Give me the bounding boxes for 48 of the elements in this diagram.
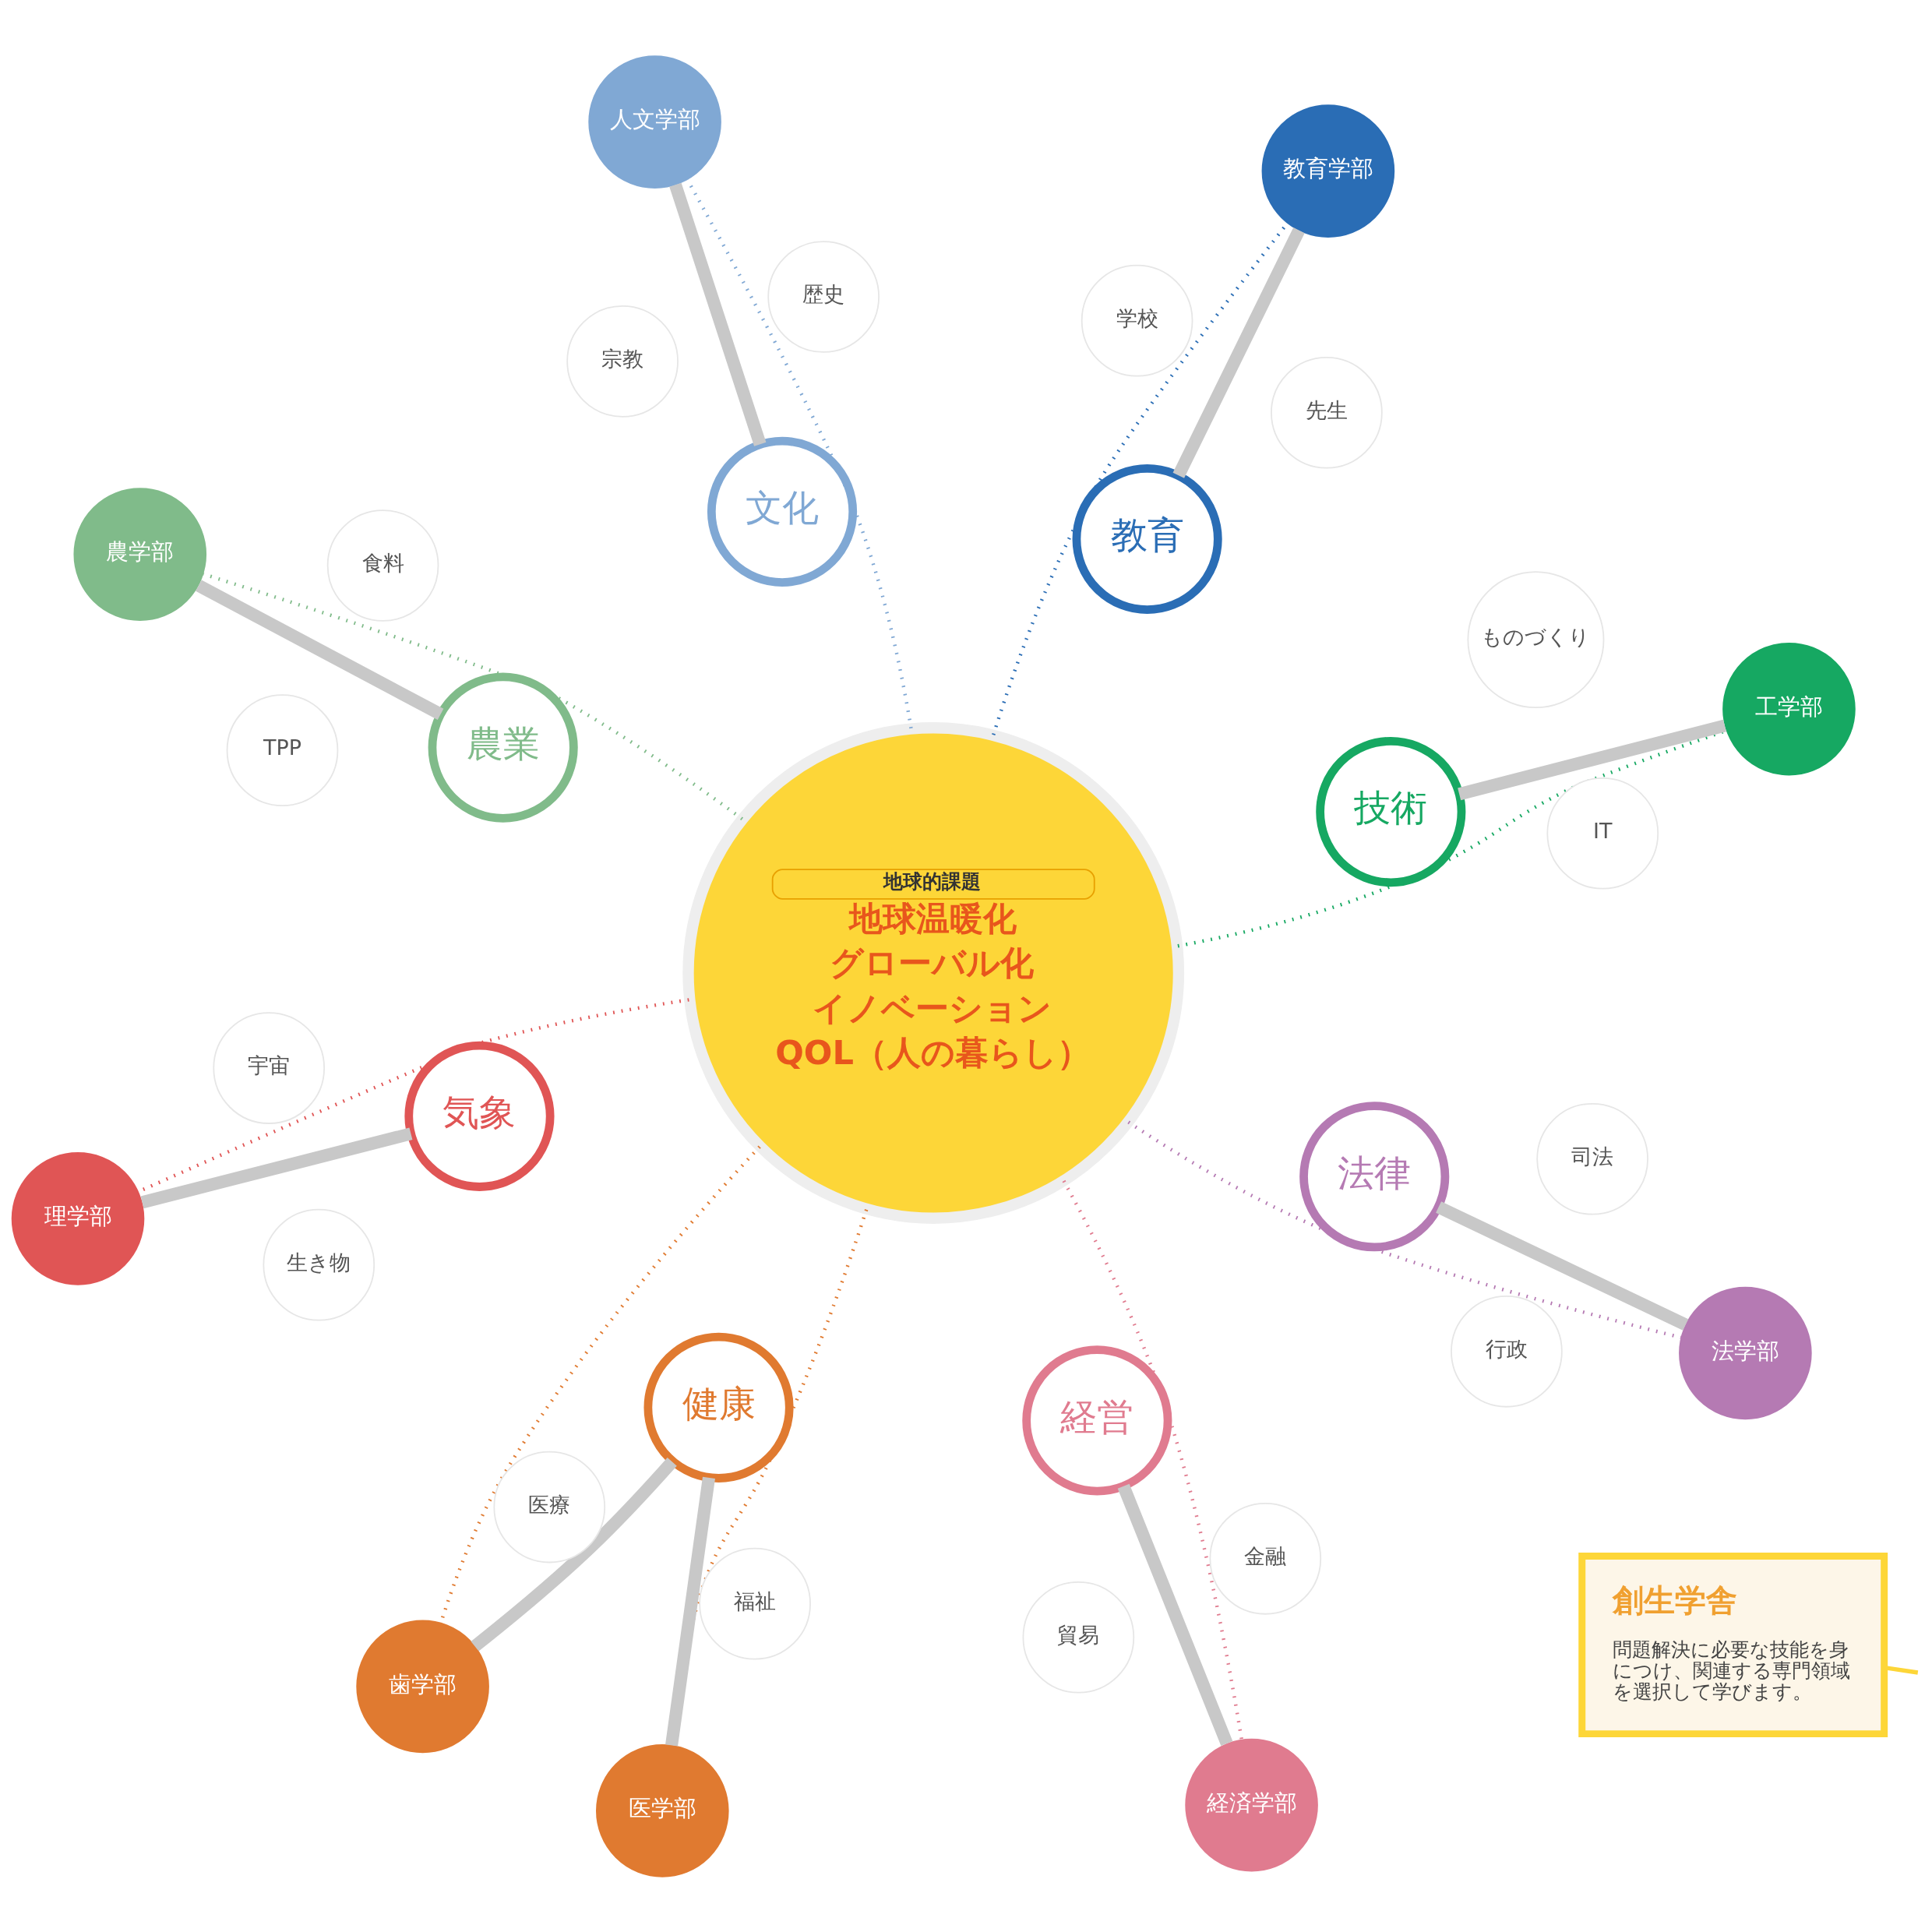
connector	[196, 580, 444, 720]
node-circle: 人文学部	[588, 55, 721, 189]
connector	[1436, 1200, 1689, 1331]
node-circle: TPP	[226, 693, 339, 806]
node-circle: 文化	[707, 436, 858, 587]
node-circle: 教育	[1072, 464, 1222, 614]
node-circle: 先生	[1271, 356, 1383, 469]
node-circle: 学校	[1081, 264, 1193, 376]
node-circle: 歯学部	[356, 1620, 489, 1753]
node-circle: 歴史	[767, 240, 880, 353]
node-circle: ものづくり	[1467, 570, 1605, 708]
node-circle: 医療	[493, 1451, 606, 1563]
node-circle: 行政	[1451, 1295, 1563, 1408]
node-circle: 金融	[1209, 1502, 1322, 1615]
node-circle: 福祉	[699, 1547, 811, 1659]
node-circle: 理学部	[11, 1151, 145, 1285]
node-circle: 司法	[1536, 1102, 1648, 1215]
node-circle: 法律	[1299, 1101, 1450, 1251]
node-circle: 気象	[404, 1041, 555, 1191]
connector	[1172, 227, 1305, 478]
node-circle: 経営	[1022, 1345, 1172, 1495]
connector	[1127, 1120, 1682, 1339]
node-circle: 生き物	[263, 1208, 375, 1320]
node-circle: 貿易	[1022, 1581, 1135, 1694]
node-circle: 宗教	[566, 305, 679, 418]
connector	[140, 1126, 413, 1208]
node-circle: 教育学部	[1261, 104, 1395, 238]
connector	[665, 1476, 715, 1747]
node-circle: IT	[1546, 777, 1659, 890]
connector	[686, 178, 913, 728]
node-circle: 工学部	[1722, 642, 1856, 775]
connector	[1458, 719, 1726, 800]
connector	[1062, 1179, 1243, 1740]
connector	[1117, 1483, 1233, 1746]
node-circle: 技術	[1316, 736, 1466, 887]
node-circle: 農業	[428, 672, 578, 823]
connector	[471, 1457, 677, 1652]
node-circle: 農学部	[73, 487, 207, 621]
connector	[203, 572, 744, 820]
node-circle: 経済学部	[1185, 1738, 1318, 1871]
node-circle: 医学部	[596, 1743, 729, 1877]
node-circle: 地球的課題 地球温暖化 グローバル化 イノベーション QOL（人の暮らし）	[682, 721, 1185, 1224]
node-circle: 食料	[326, 509, 439, 622]
node-circle: 宇宙	[213, 1011, 326, 1124]
node-circle: 健康	[643, 1332, 794, 1482]
connector	[669, 182, 767, 446]
node-box: 創生学舎 問題解決に必要な技能を身につけ、関連する専門領域を選択して学びます。	[1578, 1552, 1888, 1737]
node-circle: 法学部	[1679, 1286, 1812, 1419]
